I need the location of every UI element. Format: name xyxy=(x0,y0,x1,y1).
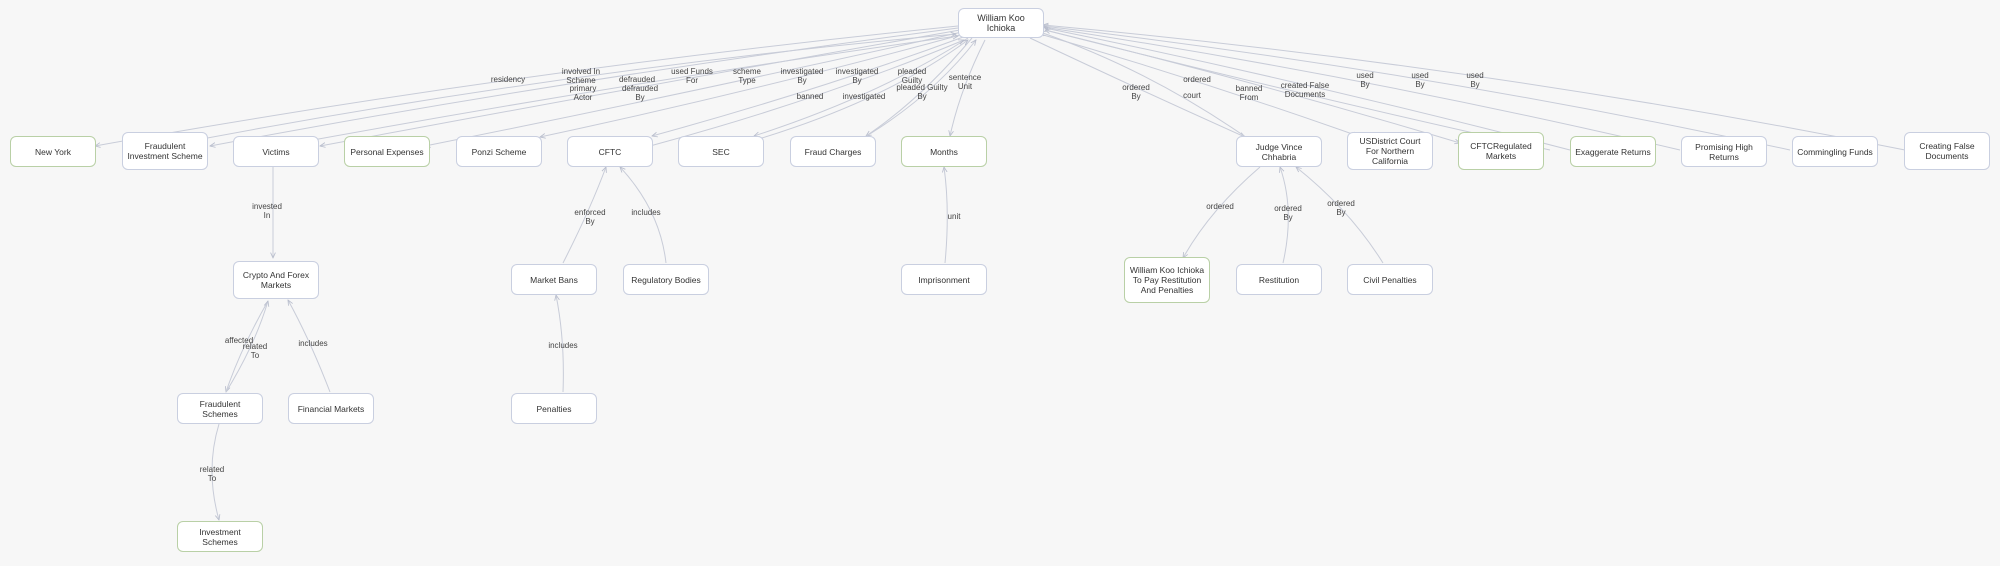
edge-investigated-by-1 xyxy=(652,35,967,136)
node-promising-high-returns[interactable]: Promising High Returns xyxy=(1681,136,1767,167)
edge-label-ordered-top: ordered xyxy=(1183,75,1211,84)
node-new-york[interactable]: New York xyxy=(10,136,96,167)
edge-used-by-3 xyxy=(1043,25,1906,151)
node-ponzi-scheme[interactable]: Ponzi Scheme xyxy=(456,136,542,167)
node-victims[interactable]: Victims xyxy=(233,136,319,167)
edge-includes-pen xyxy=(556,295,564,393)
node-fraudulent-investment-scheme[interactable]: Fraudulent Investment Scheme xyxy=(122,132,208,170)
edge-label-affected: affected xyxy=(225,336,253,345)
edge-label-investigated: investigated xyxy=(843,92,886,101)
edge-label-unit: unit xyxy=(948,212,962,221)
edge-label-defrauded: defrauded xyxy=(619,75,655,84)
node-crypto-forex-markets[interactable]: Crypto And Forex Markets xyxy=(233,261,319,299)
edge-related-to-inv xyxy=(211,423,219,520)
edge-primary-actor xyxy=(164,34,956,147)
edge-court xyxy=(1039,33,1358,136)
node-fraudulent-schemes[interactable]: Fraudulent Schemes xyxy=(177,393,263,424)
node-us-district-court[interactable]: USDistrict Court For Northern California xyxy=(1347,132,1433,170)
edge-used-funds-for xyxy=(425,31,963,146)
edge-label-residency: residency xyxy=(491,75,525,84)
node-market-bans[interactable]: Market Bans xyxy=(511,264,597,295)
node-cftc-regulated-markets[interactable]: CFTCRegulated Markets xyxy=(1458,132,1544,170)
node-civil-penalties[interactable]: Civil Penalties xyxy=(1347,264,1433,295)
edge-label-banned: banned xyxy=(797,92,824,101)
node-penalties[interactable]: Penalties xyxy=(511,393,597,424)
node-william-koo-ichioka[interactable]: William Koo Ichioka xyxy=(958,8,1044,38)
node-months[interactable]: Months xyxy=(901,136,987,167)
edge-scheme-type xyxy=(540,33,965,137)
edge-residency xyxy=(95,25,959,146)
node-cftc[interactable]: CFTC xyxy=(567,136,653,167)
edge-label-includes-pen: includes xyxy=(548,341,577,350)
node-investment-schemes[interactable]: Investment Schemes xyxy=(177,521,263,552)
edge-enforced-by xyxy=(562,167,606,264)
edge-ordered-judge xyxy=(1183,166,1261,258)
edge-defrauded xyxy=(320,29,961,146)
edge-affected xyxy=(226,300,269,392)
edge-defrauded-by xyxy=(279,36,958,147)
edge-label-includes-fin: includes xyxy=(298,339,327,348)
edge-related-to-crypto xyxy=(225,301,268,393)
edge-used-by-2 xyxy=(1043,26,1791,151)
node-commingling-funds[interactable]: Commingling Funds xyxy=(1792,136,1878,167)
edge-unit xyxy=(944,167,948,264)
edge-ordered-by-restitution xyxy=(1280,167,1289,264)
edge-sentence-unit xyxy=(950,39,986,136)
node-imprisonment[interactable]: Imprisonment xyxy=(901,264,987,295)
node-financial-markets[interactable]: Financial Markets xyxy=(288,393,374,424)
node-regulatory-bodies[interactable]: Regulatory Bodies xyxy=(623,264,709,295)
edge-investigated-by-2 xyxy=(754,37,969,136)
node-pay-restitution-and-penalties[interactable]: William Koo Ichioka To Pay Restitution A… xyxy=(1124,257,1210,303)
edge-ordered-by-civil xyxy=(1296,167,1384,264)
edge-ordered-by-top xyxy=(1029,37,1245,138)
node-personal-expenses[interactable]: Personal Expenses xyxy=(344,136,430,167)
edge-includes-fin xyxy=(288,300,331,393)
edge-label-court: court xyxy=(1183,91,1202,100)
edge-includes-reg xyxy=(620,167,667,264)
edge-created-false xyxy=(1045,28,1571,151)
node-fraud-charges[interactable]: Fraud Charges xyxy=(790,136,876,167)
node-creating-false-documents[interactable]: Creating False Documents xyxy=(1904,132,1990,170)
edge-banned xyxy=(649,40,964,147)
edge-used-by-1 xyxy=(1043,27,1681,151)
node-exaggerate-returns[interactable]: Exaggerate Returns xyxy=(1570,136,1656,167)
node-restitution[interactable]: Restitution xyxy=(1236,264,1322,295)
edge-ordered-top xyxy=(1040,32,1251,141)
edge-label-ordered-judge: ordered xyxy=(1206,202,1234,211)
edge-investigated xyxy=(734,40,968,147)
edge-pleaded-guilty xyxy=(866,37,973,136)
node-sec[interactable]: SEC xyxy=(678,136,764,167)
node-judge-vince-chhabria[interactable]: Judge Vince Chhabria xyxy=(1236,136,1322,167)
edge-label-includes-reg: includes xyxy=(631,208,660,217)
edge-pleaded-guilty-by xyxy=(849,40,976,147)
edge-involved-in xyxy=(210,27,959,146)
